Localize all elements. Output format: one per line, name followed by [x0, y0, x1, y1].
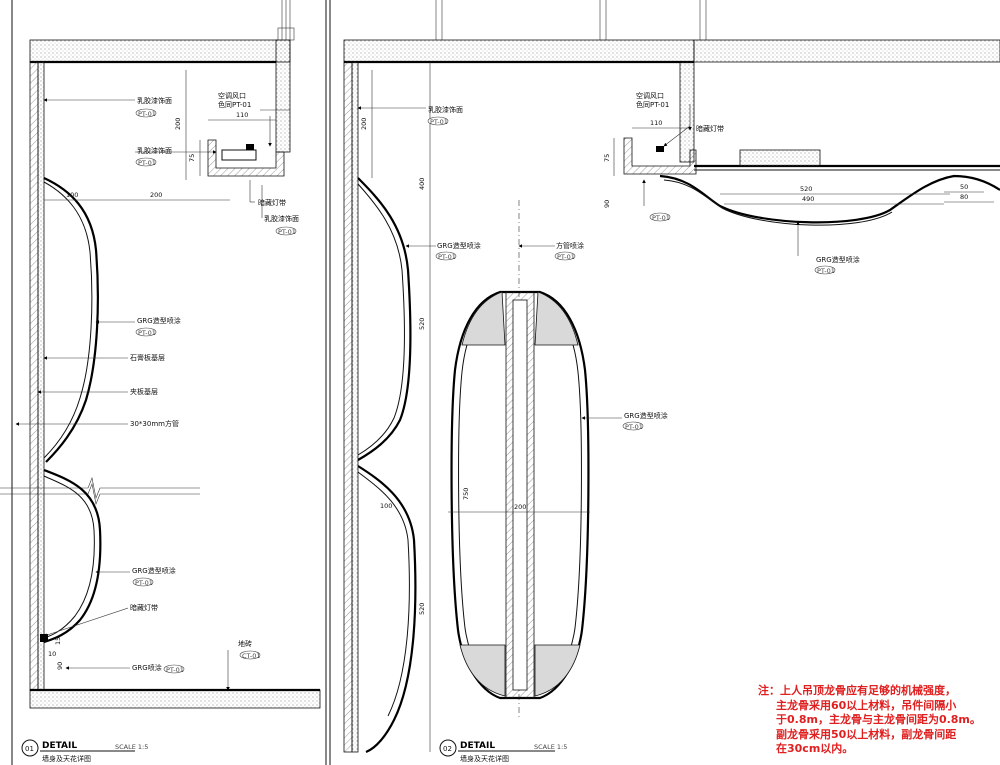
code-grg-spray: PT-01	[138, 329, 156, 337]
dim3-80: 80	[960, 193, 968, 201]
note-line-3: 于0.8m，主龙骨与主龙骨间距为0.8m。	[776, 713, 981, 726]
ceiling-grg-curve	[659, 174, 1000, 224]
wall-grg-curve-lower	[357, 465, 417, 754]
detail-01-number: 01	[25, 745, 34, 753]
label-grg-paint: GRG喷涂	[132, 663, 162, 672]
code2-square-tube: PT-01	[557, 253, 575, 261]
dim3-520: 520	[800, 185, 812, 193]
detail-01: 200 110 75 100 200 15 10 90 乳胶漆饰面 PT-01 …	[0, 0, 331, 765]
label3-ac-vent-color: 色同PT-01	[636, 100, 669, 109]
label-ac-vent-color: 色同PT-01	[218, 100, 251, 109]
label3-ac-vent: 空调风口	[636, 91, 664, 100]
dim3-110: 110	[650, 119, 662, 127]
note-line-4: 副龙骨采用50以上材料，副龙骨间距	[776, 727, 957, 741]
dim-90: 90	[56, 662, 64, 670]
light-fixture	[246, 144, 254, 150]
code3-grg-spray: PT-01	[817, 267, 835, 275]
ac-vent-3	[739, 149, 821, 167]
beam-right	[275, 39, 291, 153]
label-latex-1: 乳胶漆饰面	[137, 96, 172, 105]
detail-02-subtitle: 墙身及天花详图	[460, 754, 509, 763]
detail-01-subtitle: 墙身及天花详图	[42, 754, 91, 763]
grg-curve-lower	[43, 468, 102, 644]
detail-01-scale: SCALE 1:5	[115, 743, 148, 751]
label-plywood: 夹板基层	[130, 387, 158, 396]
code-floor-tile: CT-01	[242, 652, 261, 660]
label-gypsum: 石膏板基层	[130, 353, 165, 362]
label2-grg-column: GRG造型喷涂	[624, 411, 668, 420]
dim-100: 100	[66, 191, 78, 199]
detail-03: 110 75 90 520 490 50 80 空调风口 色同PT-01 暗藏灯…	[603, 39, 1000, 275]
label2-latex: 乳胶漆饰面	[428, 105, 463, 114]
dim3-90: 90	[603, 200, 611, 208]
note-line-5: 在30cm以内。	[776, 742, 854, 755]
dim2-520b: 520	[418, 603, 426, 615]
wall-2-gypsum	[351, 61, 359, 753]
label-light-strip-2: 暗藏灯带	[130, 603, 158, 612]
code-grg-paint: PT-01	[166, 666, 184, 674]
dim3-75: 75	[603, 154, 611, 162]
label-latex-3: 乳胶漆饰面	[264, 214, 299, 223]
floor-slab	[29, 689, 321, 709]
light-cove-3	[623, 137, 697, 175]
detail-02-marker	[439, 739, 457, 757]
label2-square-tube: 方管喷涂	[556, 241, 584, 250]
label-grg-spray: GRG造型喷涂	[137, 316, 181, 325]
dim-75: 75	[188, 154, 196, 162]
dim2-750: 750	[462, 488, 470, 500]
light-cove	[207, 139, 285, 177]
grg-column	[450, 290, 590, 700]
grg-curve-upper	[43, 177, 99, 463]
code-latex-1: PT-01	[138, 110, 156, 118]
beam-3	[679, 61, 695, 163]
code-grg-spray-2: PT-01	[135, 579, 153, 587]
dim-15: 15	[54, 637, 62, 645]
detail-02-scale: SCALE 1:5	[534, 743, 567, 751]
code-latex-3: PT-01	[278, 228, 296, 236]
label2-grg-wall: GRG造型喷涂	[437, 241, 481, 250]
ac-vent	[221, 149, 257, 161]
detail-01-marker	[21, 739, 39, 757]
dim3-50: 50	[960, 183, 968, 191]
detail-02-title: DETAIL	[460, 741, 495, 751]
dim2-200b: 200	[514, 503, 526, 511]
label-floor-tile: 地砖	[238, 639, 252, 648]
dim-200: 200	[174, 118, 182, 130]
wall-plywood	[29, 61, 39, 691]
ceiling-slab	[29, 39, 291, 63]
label3-light-strip: 暗藏灯带	[696, 124, 724, 133]
code2-latex: PT-01	[430, 118, 448, 126]
detail-01-title: DETAIL	[42, 741, 77, 751]
label-latex-2: 乳胶漆饰面	[137, 146, 172, 155]
dim-110: 110	[236, 111, 248, 119]
label3-grg-spray: GRG造型喷涂	[816, 255, 860, 264]
detail-02-number: 02	[443, 745, 452, 753]
dim2-100: 100	[380, 502, 392, 510]
dim2-200: 200	[360, 118, 368, 130]
label-light-strip: 暗藏灯带	[258, 198, 286, 207]
ceiling-slab-2	[343, 39, 695, 63]
light-strip-bottom	[40, 634, 48, 642]
note-line-1: 注：上人吊顶龙骨应有足够的机械强度，	[758, 684, 956, 697]
code-latex-2: PT-01	[138, 159, 156, 167]
wall-gypsum	[37, 61, 45, 691]
dim3-490: 490	[802, 195, 814, 203]
construction-note: 注：上人吊顶龙骨应有足够的机械强度， 主龙骨采用60以上材料，吊件间隔小 于0.…	[758, 684, 994, 757]
detail-02: 200 400 520 520 100 750 200 乳胶漆饰面 PT-01 …	[343, 0, 707, 763]
wall-grg-curve-upper	[357, 177, 412, 461]
dim2-520a: 520	[418, 318, 426, 330]
dim-200b: 200	[150, 191, 162, 199]
note-line-2: 主龙骨采用60以上材料，吊件间隔小	[776, 698, 957, 712]
label-square-tube: 30*30mm方管	[130, 419, 179, 428]
code2-grg-wall: PT-01	[438, 253, 456, 261]
wall-2-plywood	[343, 61, 353, 753]
label-ac-vent: 空调风口	[218, 91, 246, 100]
code2-grg-column: PT-01	[625, 423, 643, 431]
label-grg-spray-2: GRG造型喷涂	[132, 566, 176, 575]
ceiling-slab-3	[693, 39, 1000, 63]
dim2-400: 400	[418, 178, 426, 190]
code3-pt: PT-01	[652, 214, 670, 222]
dim-10: 10	[48, 650, 56, 658]
